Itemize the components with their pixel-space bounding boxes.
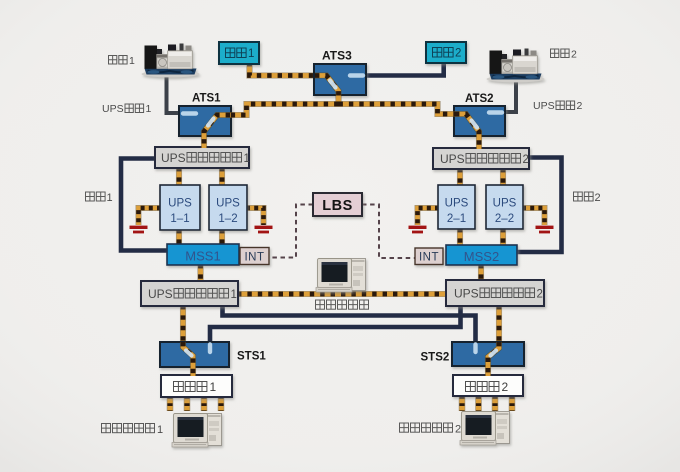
svg-text:UPS: UPS xyxy=(168,198,192,210)
svg-text:UPS: UPS xyxy=(533,100,555,112)
svg-text:UPS: UPS xyxy=(216,198,240,210)
svg-text:UPS: UPS xyxy=(148,287,173,301)
svg-text:LBS: LBS xyxy=(322,198,353,214)
svg-text:UPS: UPS xyxy=(440,152,465,166)
svg-text:1: 1 xyxy=(129,55,135,67)
svg-text:1: 1 xyxy=(244,153,250,165)
svg-text:UPS: UPS xyxy=(161,151,186,165)
svg-text:2: 2 xyxy=(537,289,543,301)
svg-text:UPS: UPS xyxy=(454,287,479,301)
svg-text:1: 1 xyxy=(248,48,254,60)
svg-text:UPS: UPS xyxy=(493,198,517,210)
svg-text:STS1: STS1 xyxy=(237,351,266,363)
svg-text:1: 1 xyxy=(231,289,237,301)
svg-text:2: 2 xyxy=(523,154,529,166)
svg-text:INT: INT xyxy=(244,252,264,264)
svg-text:1: 1 xyxy=(107,192,113,204)
svg-text:2: 2 xyxy=(595,192,601,204)
svg-text:2–1: 2–1 xyxy=(447,213,466,225)
svg-text:2–2: 2–2 xyxy=(495,213,514,225)
svg-text:ATS1: ATS1 xyxy=(192,93,221,105)
svg-text:ATS3: ATS3 xyxy=(322,49,352,63)
svg-text:2: 2 xyxy=(455,423,461,435)
svg-text:1: 1 xyxy=(210,380,217,394)
svg-text:1–1: 1–1 xyxy=(170,213,189,225)
svg-text:1: 1 xyxy=(157,424,163,436)
svg-text:UPS: UPS xyxy=(445,198,469,210)
svg-text:2: 2 xyxy=(571,48,577,60)
svg-text:2: 2 xyxy=(577,100,583,112)
svg-text:INT: INT xyxy=(419,252,439,264)
svg-text:MSS1: MSS1 xyxy=(185,249,220,264)
svg-text:2: 2 xyxy=(502,380,509,394)
svg-text:1: 1 xyxy=(146,103,152,115)
svg-text:STS2: STS2 xyxy=(421,352,450,364)
svg-text:2: 2 xyxy=(455,47,461,59)
svg-text:1–2: 1–2 xyxy=(218,213,237,225)
svg-text:MSS2: MSS2 xyxy=(464,249,499,264)
svg-text:UPS: UPS xyxy=(102,103,124,115)
svg-text:ATS2: ATS2 xyxy=(465,93,494,105)
